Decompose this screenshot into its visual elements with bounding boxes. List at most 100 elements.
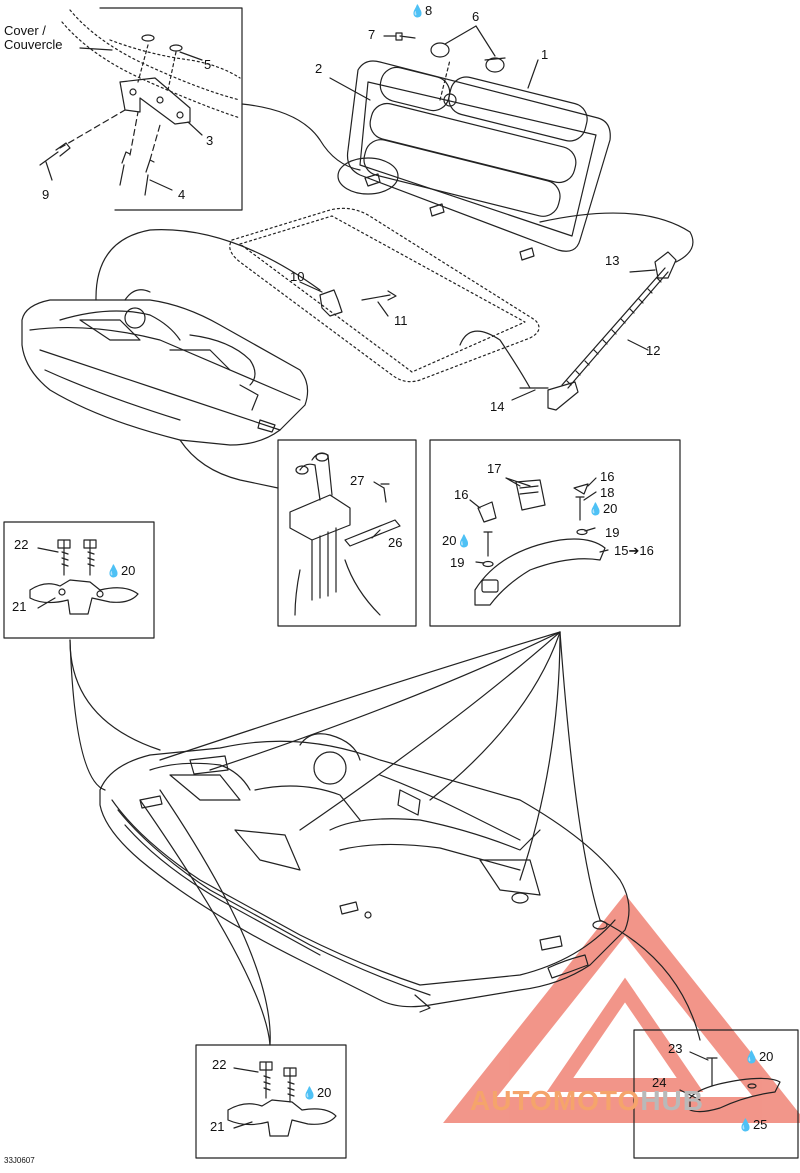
throttle-box-frame [277, 439, 417, 627]
callout-20a: 💧20 [588, 501, 618, 517]
drop-icon: 💧 [456, 534, 472, 548]
callout-25-num: 25 [752, 1117, 768, 1132]
cleat-bottom [227, 1061, 337, 1137]
callout-12: 12 [646, 343, 661, 358]
callout-5: 5 [204, 57, 212, 72]
bottom-right-box [633, 1029, 799, 1159]
screw-27 [380, 483, 390, 503]
drop-icon: 💧 [588, 502, 603, 516]
callout-21b: 21 [210, 1119, 225, 1134]
watermark-part2: HUB [640, 1085, 704, 1116]
cover-label: Cover / Couvercle [4, 23, 63, 52]
callout-23: 23 [668, 1041, 683, 1056]
drop-icon: 💧 [106, 564, 121, 578]
boat-upper [21, 289, 309, 446]
callout-18: 18 [600, 485, 615, 500]
washer-19b [482, 560, 494, 568]
latch-10 [319, 289, 343, 317]
rivet-4b [144, 159, 155, 196]
seat-bracket-box [429, 439, 681, 627]
cleat-left [29, 539, 139, 615]
callout-17: 17 [487, 461, 502, 476]
callout-14: 14 [490, 399, 505, 414]
boat-main [99, 733, 630, 1013]
tab-16b [573, 483, 589, 495]
callout-8-num: 8 [424, 3, 433, 18]
callout-20d-num: 20 [316, 1085, 332, 1100]
callout-9: 9 [42, 187, 50, 202]
callout-25: 💧25 [738, 1117, 768, 1133]
storage-cover-1 [346, 60, 611, 252]
bracket-13 [654, 251, 677, 279]
screw-7 [395, 32, 416, 41]
screw-11 [361, 290, 397, 301]
cover-inset-frame [99, 7, 243, 211]
callout-15: 15➔16 [614, 543, 654, 558]
storage-opening [229, 207, 540, 383]
callout-20e-num: 20 [758, 1049, 774, 1064]
cleat-21 [29, 579, 139, 615]
washer-5a [141, 34, 155, 42]
seat-parts [474, 479, 606, 606]
rivet-9 [39, 142, 71, 166]
cleat-box-left [3, 521, 155, 639]
callout-22a: 22 [14, 537, 29, 552]
cleat-box-bottom [195, 1044, 347, 1159]
clip-17 [515, 479, 546, 511]
bolt-22d [283, 1067, 297, 1103]
callout-24: 24 [652, 1075, 667, 1090]
callout-13: 13 [605, 253, 620, 268]
callout-11: 11 [394, 313, 408, 328]
drop-icon: 💧 [738, 1118, 753, 1132]
drop-icon: 💧 [410, 4, 425, 18]
bracket-14 [547, 381, 579, 411]
callout-1: 1 [541, 47, 549, 62]
callout-26: 26 [388, 535, 403, 550]
callout-20a-num: 20 [602, 501, 618, 516]
bolt-22c [259, 1061, 273, 1099]
callout-20b-num: 20 [442, 533, 457, 548]
callout-3: 3 [206, 133, 214, 148]
watermark-text: AUTOMOTOHUB [470, 1085, 704, 1117]
callout-6: 6 [472, 9, 480, 24]
callout-20e: 💧20 [744, 1049, 774, 1065]
washer-5b [169, 44, 183, 52]
screw-20 [483, 531, 493, 557]
callout-16b: 16 [600, 469, 615, 484]
watermark-part1: AUTOMOTO [470, 1085, 641, 1116]
callout-4: 4 [178, 187, 186, 202]
rivet-4a [119, 151, 131, 186]
seat-bracket-15 [474, 538, 606, 606]
bolt-22b [83, 539, 97, 576]
callout-20c-num: 20 [120, 563, 136, 578]
drawing-code: 33J0607 [4, 1156, 35, 1165]
throttle-assembly [289, 452, 401, 616]
callout-22b: 22 [212, 1057, 227, 1072]
knob-6b [485, 57, 505, 73]
callout-19a: 19 [605, 525, 620, 540]
spring-12 [561, 267, 669, 389]
callout-20d: 💧20 [302, 1085, 332, 1101]
bottom-right-parts [689, 1057, 781, 1113]
drop-icon: 💧 [302, 1086, 317, 1100]
washer-19a [576, 528, 588, 536]
bracket-24 [689, 1077, 781, 1113]
knob-6a [430, 42, 450, 58]
callout-10: 10 [290, 269, 305, 284]
cleat-21b [227, 1099, 337, 1137]
callout-19b: 19 [450, 555, 465, 570]
callout-20c: 💧20 [106, 563, 136, 579]
screw-23 [706, 1057, 718, 1087]
callout-27: 27 [350, 473, 365, 488]
callout-16a: 16 [454, 487, 469, 502]
watermark-logo [443, 894, 800, 1123]
callout-7: 7 [368, 27, 376, 42]
callout-21a: 21 [12, 599, 27, 614]
callout-8: 💧8 [410, 3, 433, 19]
wedge-16a [477, 501, 497, 523]
callout-20b: 20💧 [442, 533, 472, 549]
drop-icon: 💧 [744, 1050, 759, 1064]
bolt-18 [575, 496, 585, 521]
